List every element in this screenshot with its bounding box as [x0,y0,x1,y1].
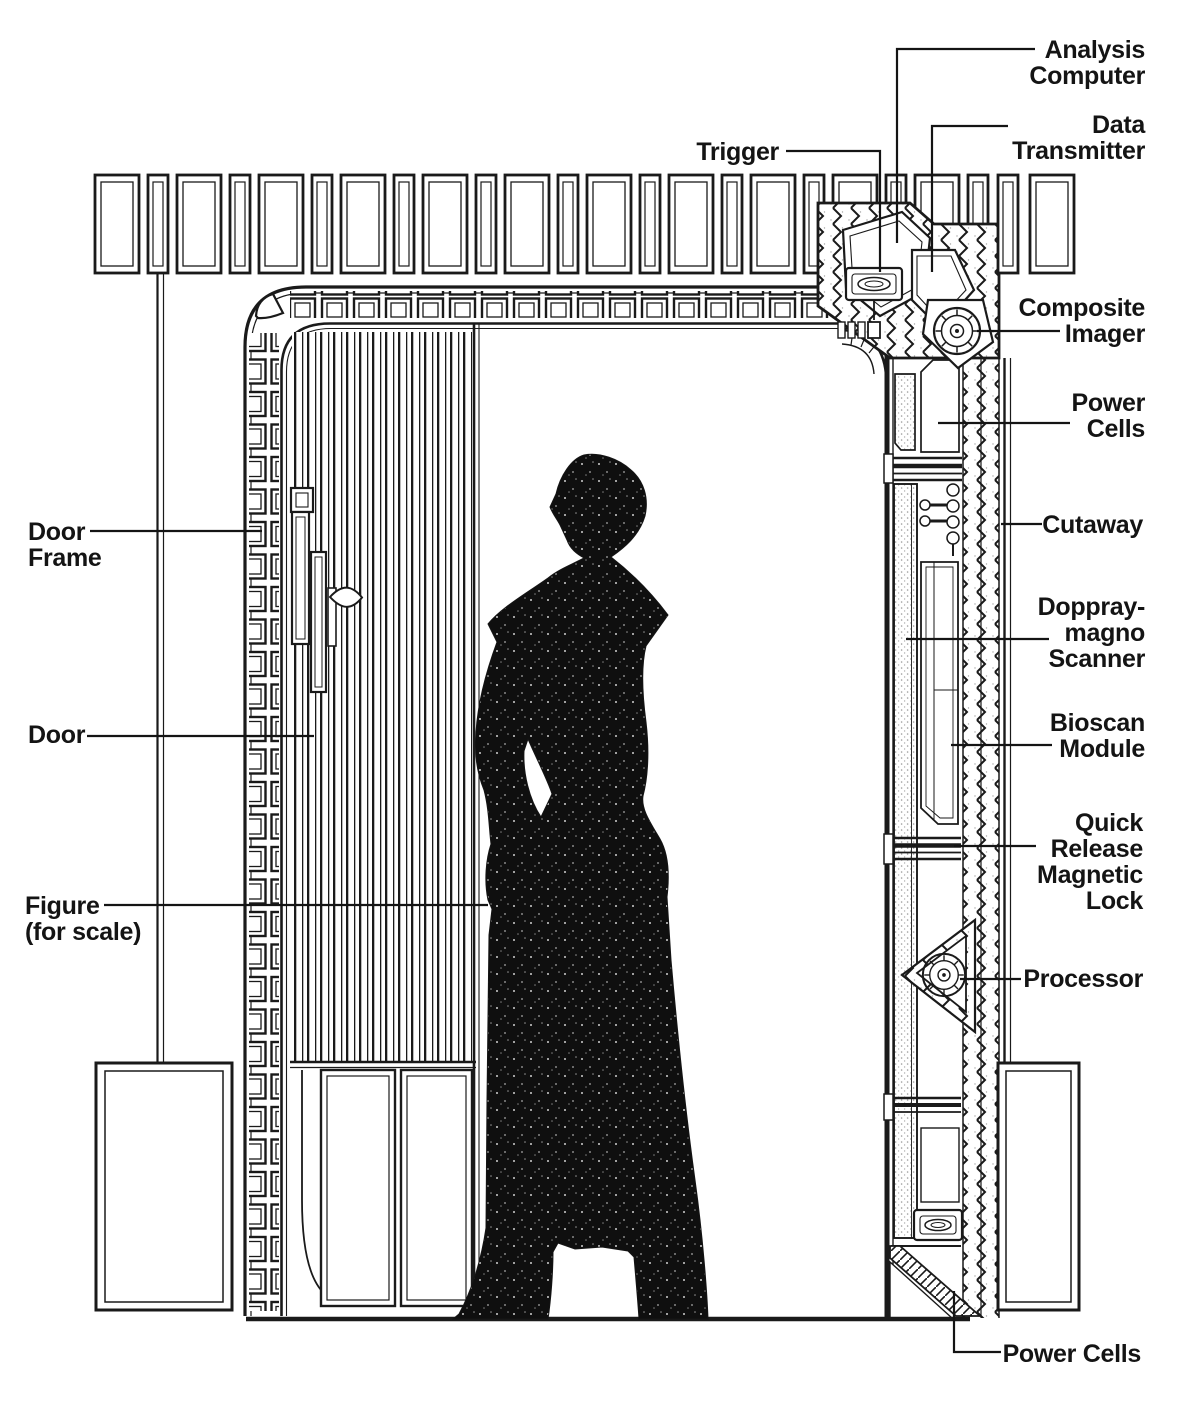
wall-conduit-left [156,273,165,1063]
label-cutaway: Cutaway [1042,512,1143,538]
label-doppray-scanner: Doppray- magno Scanner [1037,593,1146,673]
door-frame [243,285,888,1316]
label-line: Module [1059,735,1145,763]
processor-housing [900,917,977,1035]
label-bioscan-module: Bioscan Module [1050,710,1145,762]
label-line: Door [28,721,86,749]
label-line: Imager [1064,320,1145,348]
label-line: Figure [25,892,100,920]
label-line: Power [1071,389,1145,417]
label-line: Processor [1023,965,1143,993]
label-line: Door [28,518,86,546]
label-composite-imager: Composite Imager [1018,294,1146,348]
label-line: Data [1092,111,1145,139]
leader-lines [87,47,1070,1354]
wall-panel-bottom-right [996,1061,1081,1312]
connector-pins [919,483,960,556]
label-line: Composite [1018,294,1146,322]
label-door: Door [28,722,85,748]
label-figure-for-scale: Figure (for scale) [25,893,141,945]
leader-trigger [786,149,882,272]
magnetic-lock [883,833,961,865]
label-power-cells-bottom: Power Cells [1002,1340,1142,1368]
label-line: Analysis [1044,36,1146,64]
composite-imager [921,298,995,370]
label-door-frame: Door Frame [28,519,102,571]
label-line: Computer [1029,62,1145,90]
trigger-connector [837,300,881,339]
label-line: Bioscan [1049,709,1145,737]
label-data-transmitter: Data Transmitter [1012,112,1145,164]
label-trigger: Trigger [696,139,779,165]
door-handle [289,486,364,694]
label-quick-release-magnetic-lock: Quick Release Magnetic Lock [1037,810,1143,914]
wall-panel-bottom-left [94,1061,234,1312]
doppray-scanner-tube [893,483,918,1239]
label-line: Transmitter [1012,137,1145,165]
label-line: Doppray- [1037,593,1146,621]
label-line: Quick [1075,809,1143,837]
processor-gear [921,952,967,998]
column-joint-lower [883,1093,961,1121]
label-line: Power Cells [1002,1340,1142,1368]
door-rib-panel [292,332,472,1062]
power-coil [912,1208,964,1242]
composite-imager-gear [932,306,982,356]
figure-silhouette [451,453,709,1320]
handle-lever [328,586,364,608]
bioscan-module-panel [920,561,959,825]
trigger-coil [844,266,904,302]
label-line: Cutaway [1042,511,1143,539]
power-cells-top-bay [894,359,960,453]
frame-square-row-top [290,291,848,318]
door [289,324,480,1318]
scanner-housing-top [816,201,1001,370]
power-cells-bottom-chute [889,1245,983,1319]
label-analysis-computer: Analysis Computer [1029,37,1145,89]
frame-square-column-left [249,333,279,1311]
scanner-column [883,356,1012,1319]
label-processor: Processor [1023,966,1143,992]
label-line: Frame [28,544,102,572]
label-line: Trigger [696,138,779,166]
leader-power-cells-bottom [952,1291,1001,1354]
column-joint-upper [883,453,962,484]
label-line: Magnetic [1037,861,1143,889]
label-line: Lock [1085,887,1143,915]
label-line: Release [1050,835,1144,863]
wall-panel-band-right [996,173,1076,275]
label-line: magno [1064,619,1146,647]
label-line: (for scale) [25,918,142,946]
leader-data-transmitter [930,124,1008,272]
label-line: Cells [1086,415,1146,443]
leader-analysis-computer [895,47,1035,243]
label-line: Scanner [1048,645,1145,673]
label-power-cells-top: Power Cells [1071,390,1145,442]
